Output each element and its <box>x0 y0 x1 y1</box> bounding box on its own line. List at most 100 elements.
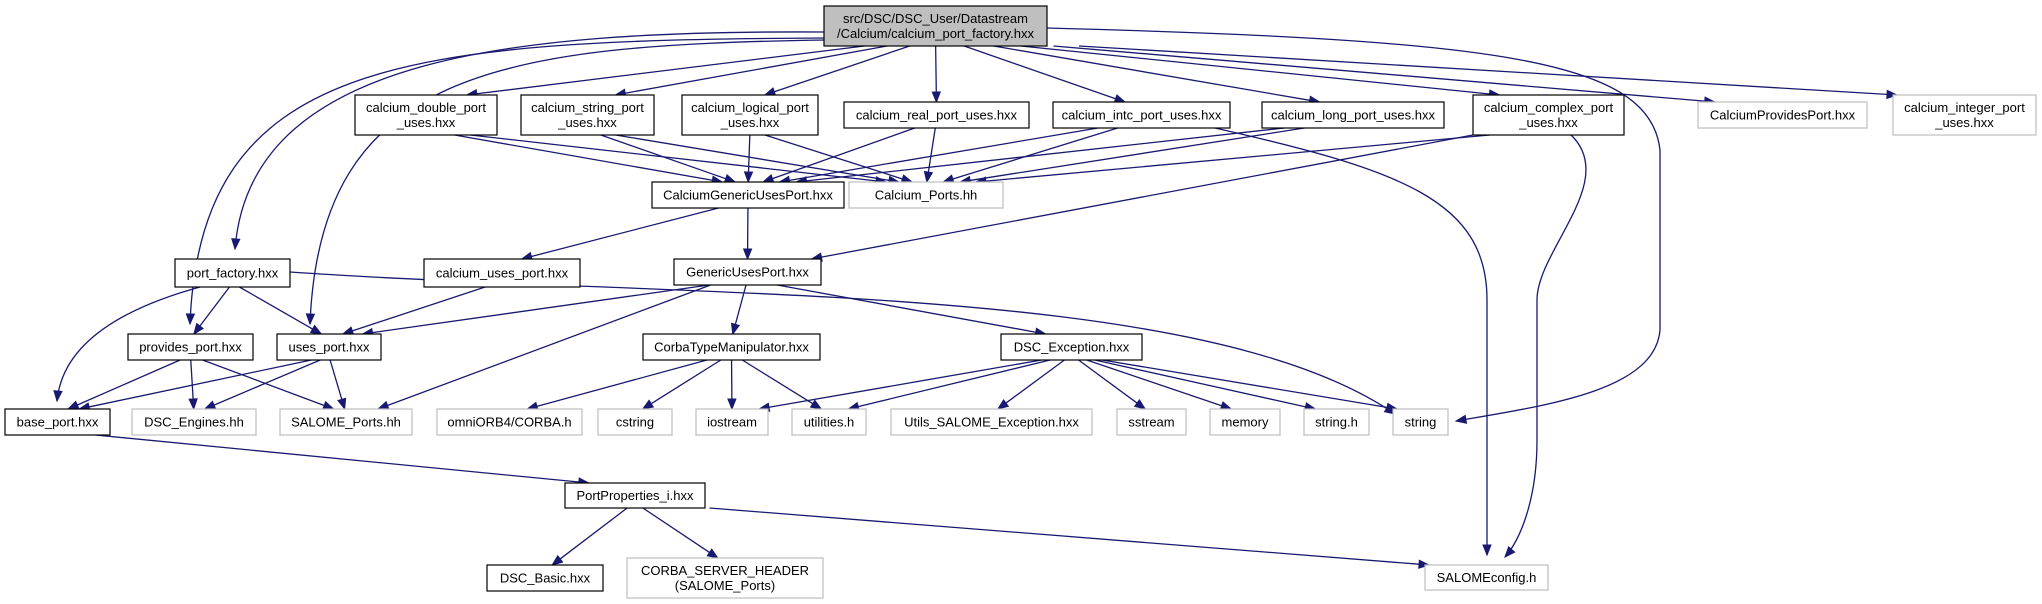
edge-logical-to-generic_calc <box>743 134 754 184</box>
arrowhead-icon <box>309 324 323 335</box>
node-dsc-engines: DSC_Engines.hh <box>131 408 257 436</box>
edge-line <box>1078 359 1138 404</box>
node-label: memory <box>1222 415 1269 430</box>
node-complex[interactable]: calcium_complex_port_uses.hxx <box>1472 94 1625 136</box>
edge-corba_type-to-utilities <box>741 359 823 410</box>
node-box <box>279 408 413 436</box>
edge-intc-to-calcium_ports <box>941 127 1118 184</box>
arrowhead-icon <box>231 238 241 251</box>
edge-root-to-provides_port <box>185 37 827 326</box>
edge-line <box>1094 359 1306 408</box>
node-box <box>890 408 1093 436</box>
edge-generic_calc-to-calcium_uses_port <box>520 207 719 261</box>
node-label: CORBA_SERVER_HEADER <box>641 563 809 578</box>
node-box <box>843 101 1030 129</box>
node-box <box>520 94 655 136</box>
node-box <box>695 408 769 436</box>
node-label: CalciumProvidesPort.hxx <box>1710 108 1856 123</box>
node-label: calcium_double_port <box>366 100 486 115</box>
node-long[interactable]: calcium_long_port_uses.hxx <box>1261 101 1445 129</box>
node-generic-uses[interactable]: GenericUsesPort.hxx <box>673 258 822 286</box>
edge-line <box>559 507 628 560</box>
edge-line <box>77 359 181 406</box>
node-label: SALOMEconfig.h <box>1437 570 1537 585</box>
edge-line <box>387 284 711 407</box>
edge-line <box>56 286 201 402</box>
node-label: calcium_integer_port <box>1904 100 2025 115</box>
node-label: src/DSC/DSC_User/Datastream <box>843 11 1028 26</box>
node-box <box>673 258 822 286</box>
node-box <box>597 408 673 436</box>
node-double[interactable]: calcium_double_port_uses.hxx <box>354 94 498 136</box>
edge-line <box>741 359 814 405</box>
node-generic-calc[interactable]: CalciumGenericUsesPort.hxx <box>651 181 845 209</box>
edge-port_factory-to-string <box>289 271 1397 415</box>
node-box <box>1392 408 1449 436</box>
node-box <box>1424 564 1549 591</box>
node-label: port_factory.hxx <box>187 266 279 281</box>
edge-port_factory-to-uses_port <box>239 286 323 335</box>
node-box <box>1116 408 1187 436</box>
node-corba-type[interactable]: CorbaTypeManipulator.hxx <box>642 333 821 361</box>
node-port-factory[interactable]: port_factory.hxx <box>174 258 291 288</box>
node-label: GenericUsesPort.hxx <box>686 265 809 280</box>
node-box <box>436 408 583 436</box>
node-box <box>4 408 111 436</box>
edge-line <box>1086 359 1222 407</box>
node-port-props[interactable]: PortProperties_i.hxx <box>564 482 706 509</box>
arrowhead-icon <box>1418 559 1431 569</box>
node-intc[interactable]: calcium_intc_port_uses.hxx <box>1052 101 1231 129</box>
node-label: calcium_complex_port <box>1484 100 1614 115</box>
node-label: _uses.hxx <box>557 115 617 130</box>
arrowhead-icon <box>376 400 390 410</box>
edge-complex-to-calcium_ports <box>974 134 1490 186</box>
edge-port_factory-to-base_port <box>53 286 201 403</box>
edge-dsc_exception-to-string_h <box>1094 359 1317 412</box>
edge-corba_type-to-iostream <box>727 359 737 411</box>
node-label: omniORB4/CORBA.h <box>447 415 571 430</box>
node-calcium-uses-port[interactable]: calcium_uses_port.hxx <box>423 258 581 288</box>
arrowhead-icon <box>723 174 737 184</box>
node-label: calcium_uses_port.hxx <box>436 266 569 281</box>
edge-root-to-integer <box>1078 45 1899 100</box>
node-provides-port[interactable]: provides_port.hxx <box>127 333 254 361</box>
node-dsc-basic[interactable]: DSC_Basic.hxx <box>486 564 604 592</box>
node-label: iostream <box>707 415 757 430</box>
edge-root-to-double <box>465 45 865 99</box>
node-box <box>423 258 581 288</box>
node-salomeconfig: SALOMEconfig.h <box>1424 564 1549 591</box>
node-label: _uses.hxx <box>1934 115 1994 130</box>
arrowhead-icon <box>641 399 655 410</box>
node-real[interactable]: calcium_real_port_uses.hxx <box>843 101 1030 129</box>
node-label: uses_port.hxx <box>289 340 370 355</box>
arrowhead-icon <box>1886 89 1899 100</box>
edge-line <box>857 359 1051 408</box>
edge-line <box>189 37 827 325</box>
edge-real-to-generic_calc <box>761 127 915 183</box>
node-box <box>486 564 604 592</box>
node-string-uses[interactable]: calcium_string_port_uses.hxx <box>520 94 655 136</box>
node-dsc-exception[interactable]: DSC_Exception.hxx <box>1000 333 1143 361</box>
edge-line <box>454 134 713 181</box>
node-logical[interactable]: calcium_logical_port_uses.hxx <box>681 94 819 136</box>
edge-line <box>789 127 1099 181</box>
node-sstream: sstream <box>1116 408 1187 436</box>
arrowhead-icon <box>1454 414 1468 424</box>
nodes-layer: src/DSC/DSC_User/Datastream/Calcium/calc… <box>4 5 2037 599</box>
edge-port_props-to-salomeconfig <box>709 507 1431 569</box>
node-box <box>1697 101 1868 129</box>
edge-line <box>615 134 890 182</box>
node-box <box>564 482 706 509</box>
edge-line <box>600 134 726 180</box>
node-base-port[interactable]: base_port.hxx <box>4 408 111 436</box>
edge-line <box>772 127 915 180</box>
arrowhead-icon <box>53 390 63 403</box>
arrowhead-icon <box>322 400 335 410</box>
arrowhead-icon <box>203 400 217 410</box>
edge-dsc_exception-to-memory <box>1086 359 1233 411</box>
node-uses-port[interactable]: uses_port.hxx <box>276 333 382 361</box>
edge-line <box>239 286 313 330</box>
edge-root-to-port_factory <box>231 31 827 251</box>
edge-provides_port-to-dsc_engines <box>188 359 198 411</box>
node-label: CalciumGenericUsesPort.hxx <box>663 188 833 203</box>
